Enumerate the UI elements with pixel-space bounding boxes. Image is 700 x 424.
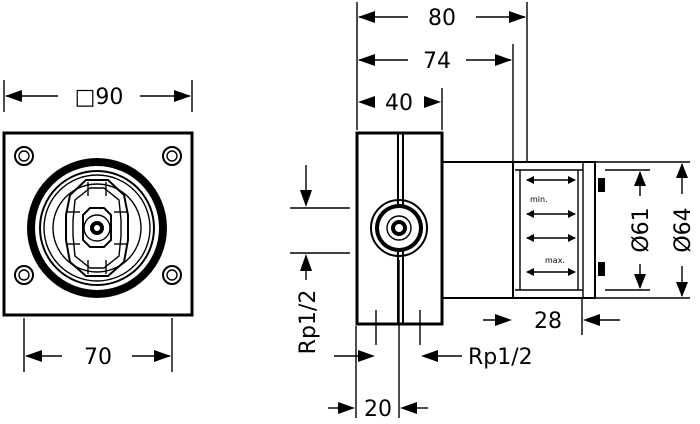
front-view: □90 xyxy=(2,80,194,372)
inner-diameter-label: Ø61 xyxy=(629,207,654,252)
inner-diameter-dimension: Ø61 xyxy=(629,171,654,289)
extension-sleeve: min. max. xyxy=(512,161,605,299)
width-dimension: □90 xyxy=(3,80,193,112)
bolt-holes xyxy=(14,146,182,285)
bolt-spacing-dimension: 70 xyxy=(23,318,173,372)
max-label: max. xyxy=(545,256,565,265)
valve-body-front xyxy=(27,158,167,298)
connection-port xyxy=(370,199,428,257)
overall-length-label: 80 xyxy=(428,6,456,31)
body-width-dimension: 40 xyxy=(358,88,443,130)
offset-label: 20 xyxy=(364,397,392,422)
length-74-dimension: 74 xyxy=(358,44,514,162)
connection-label-vertical: Rp1/2 xyxy=(296,290,321,355)
side-view: 80 74 40 xyxy=(290,2,696,422)
length-74-label: 74 xyxy=(423,49,451,74)
min-label: min. xyxy=(530,195,548,204)
cover-plate xyxy=(2,131,194,317)
cartridge-housing xyxy=(441,161,514,299)
port-width-dimension: Rp1/2 xyxy=(334,310,533,370)
bolt-spacing-label: 70 xyxy=(84,345,112,370)
offset-dimension: 20 xyxy=(328,260,428,422)
outer-diameter-label: Ø64 xyxy=(671,207,696,252)
overall-length-dimension: 80 xyxy=(356,2,528,162)
port-height-dimension: Rp1/2 xyxy=(290,165,350,354)
body-width-label: 40 xyxy=(385,91,413,116)
connection-label-horizontal: Rp1/2 xyxy=(468,345,533,370)
width-label: □90 xyxy=(75,85,124,110)
adjust-dimension: 28 xyxy=(483,298,620,335)
adjust-label: 28 xyxy=(534,309,562,334)
outer-diameter-dimension: Ø64 xyxy=(671,163,696,297)
